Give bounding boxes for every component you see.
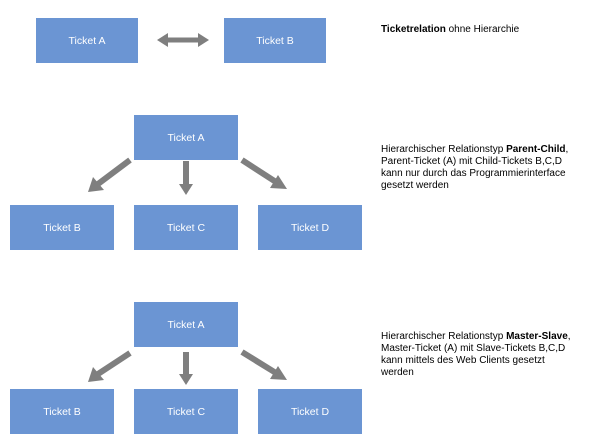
relation-description: Ticketrelation ohne Hierarchie [381,24,596,36]
parent-child-title: Parent-Child [506,144,566,155]
ticket-b-box: Ticket B [224,18,326,63]
parent-child-line-2: kann nur durch das Programmierinterface [381,168,566,179]
parent-ticket-a-box: Ticket A [134,115,238,160]
master-ticket-a-box: Ticket A [134,302,238,347]
slave-ticket-b-box: Ticket B [10,389,114,434]
master-slave-line-1: Master-Ticket (A) mit Slave-Tickets B,C,… [381,343,566,354]
master-slave-arrows [88,349,287,385]
child-ticket-c-box: Ticket C [134,205,238,250]
child-ticket-b-box: Ticket B [10,205,114,250]
master-slave-suffix: , [567,331,571,342]
parent-child-suffix: , [565,144,569,155]
master-slave-title: Master-Slave [506,331,568,342]
relation-subtitle: ohne Hierarchie [445,24,520,35]
parent-child-description: Hierarchischer Relationstyp Parent-Child… [381,144,596,192]
relation-title: Ticketrelation [381,24,446,35]
parent-child-arrows [88,157,287,195]
child-ticket-d-box: Ticket D [258,205,362,250]
parent-child-prefix: Hierarchischer Relationstyp [381,144,507,155]
master-slave-prefix: Hierarchischer Relationstyp [381,331,507,342]
slave-ticket-d-box: Ticket D [258,389,362,434]
parent-child-line-3: gesetzt werden [381,180,449,191]
master-slave-line-2: kann mittels des Web Clients gesetzt [381,355,545,366]
parent-child-line-1: Parent-Ticket (A) mit Child-Tickets B,C,… [381,156,562,167]
master-slave-line-3: werden [381,367,414,378]
master-slave-description: Hierarchischer Relationstyp Master-Slave… [381,331,596,379]
slave-ticket-c-box: Ticket C [134,389,238,434]
ticket-a-box: Ticket A [36,18,138,63]
bidirectional-arrow [157,33,209,47]
